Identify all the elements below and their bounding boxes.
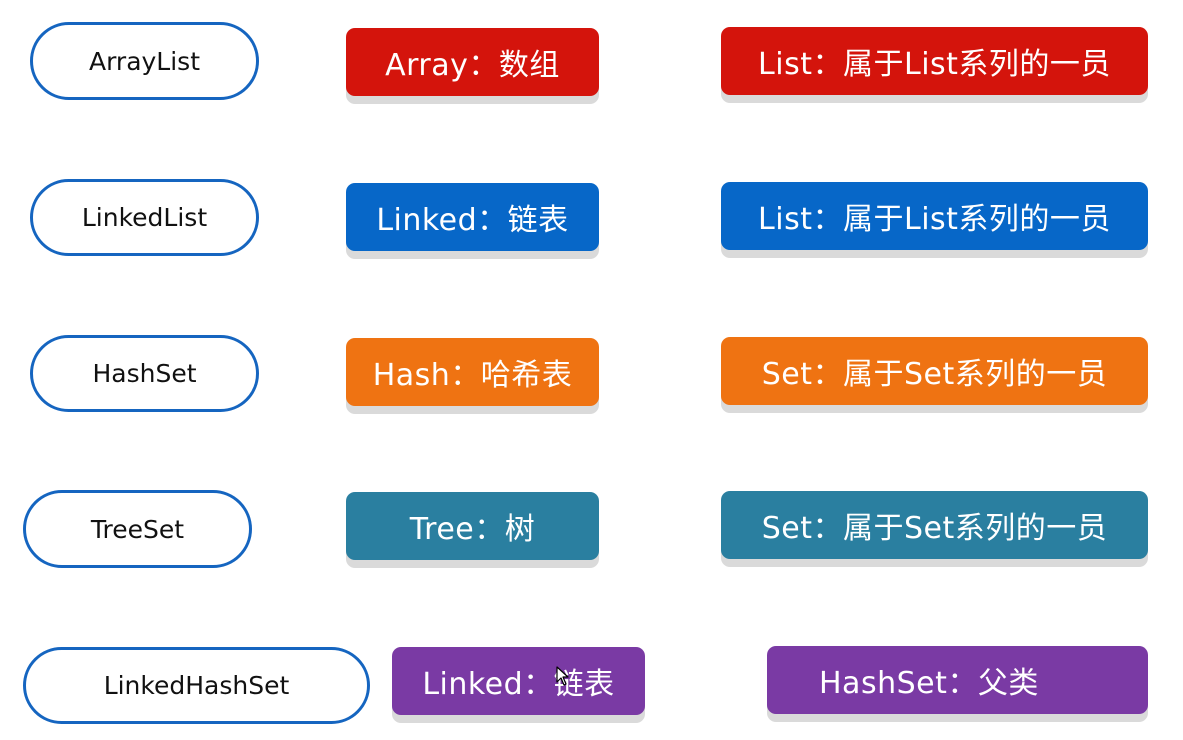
meaning-linked: Linked：链表 [392, 647, 645, 715]
class-name-linkedlist: LinkedList [30, 179, 259, 256]
meaning-tree: Tree：树 [346, 492, 599, 560]
family-set: Set：属于Set系列的一员 [721, 337, 1148, 405]
family-set: Set：属于Set系列的一员 [721, 491, 1148, 559]
meaning-linked: Linked：链表 [346, 183, 599, 251]
parent-class-hashset: HashSet：父类 [767, 646, 1148, 714]
family-list: List：属于List系列的一员 [721, 182, 1148, 250]
class-name-hashset: HashSet [30, 335, 259, 412]
class-name-linkedhashset: LinkedHashSet [23, 647, 370, 724]
meaning-hash: Hash：哈希表 [346, 338, 599, 406]
class-name-arraylist: ArrayList [30, 22, 259, 100]
class-name-treeset: TreeSet [23, 490, 252, 568]
mouse-pointer-icon [556, 666, 569, 686]
family-list: List：属于List系列的一员 [721, 27, 1148, 95]
meaning-array: Array：数组 [346, 28, 599, 96]
